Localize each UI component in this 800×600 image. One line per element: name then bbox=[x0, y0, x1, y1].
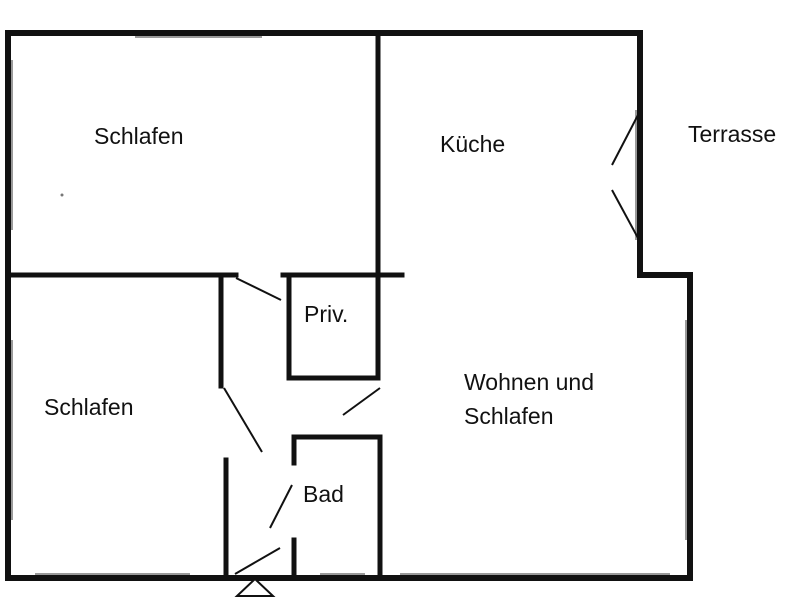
label-bad: Bad bbox=[303, 481, 344, 507]
interior-walls bbox=[5, 30, 405, 581]
dot-mark bbox=[60, 193, 64, 197]
label-wohnen-line2: Schlafen bbox=[464, 403, 554, 429]
label-schlafen-oben: Schlafen bbox=[94, 123, 184, 149]
door-entrance bbox=[234, 547, 281, 575]
label-wohnen-line1: Wohnen und bbox=[464, 369, 594, 395]
outer-walls bbox=[5, 30, 693, 581]
label-terrasse: Terrasse bbox=[688, 121, 776, 147]
label-priv: Priv. bbox=[304, 301, 348, 327]
door-schlafen-unten bbox=[223, 387, 263, 453]
doors bbox=[223, 114, 639, 575]
label-kueche: Küche bbox=[440, 131, 505, 157]
door-terrasse-lower bbox=[611, 189, 639, 239]
door-bad bbox=[269, 484, 293, 529]
door-schlafen-oben bbox=[235, 277, 282, 301]
windows bbox=[11, 36, 687, 575]
label-schlafen-unten: Schlafen bbox=[44, 394, 134, 420]
door-terrasse-upper bbox=[611, 114, 639, 166]
entrance-triangle-icon bbox=[234, 577, 276, 597]
door-priv bbox=[342, 387, 381, 416]
